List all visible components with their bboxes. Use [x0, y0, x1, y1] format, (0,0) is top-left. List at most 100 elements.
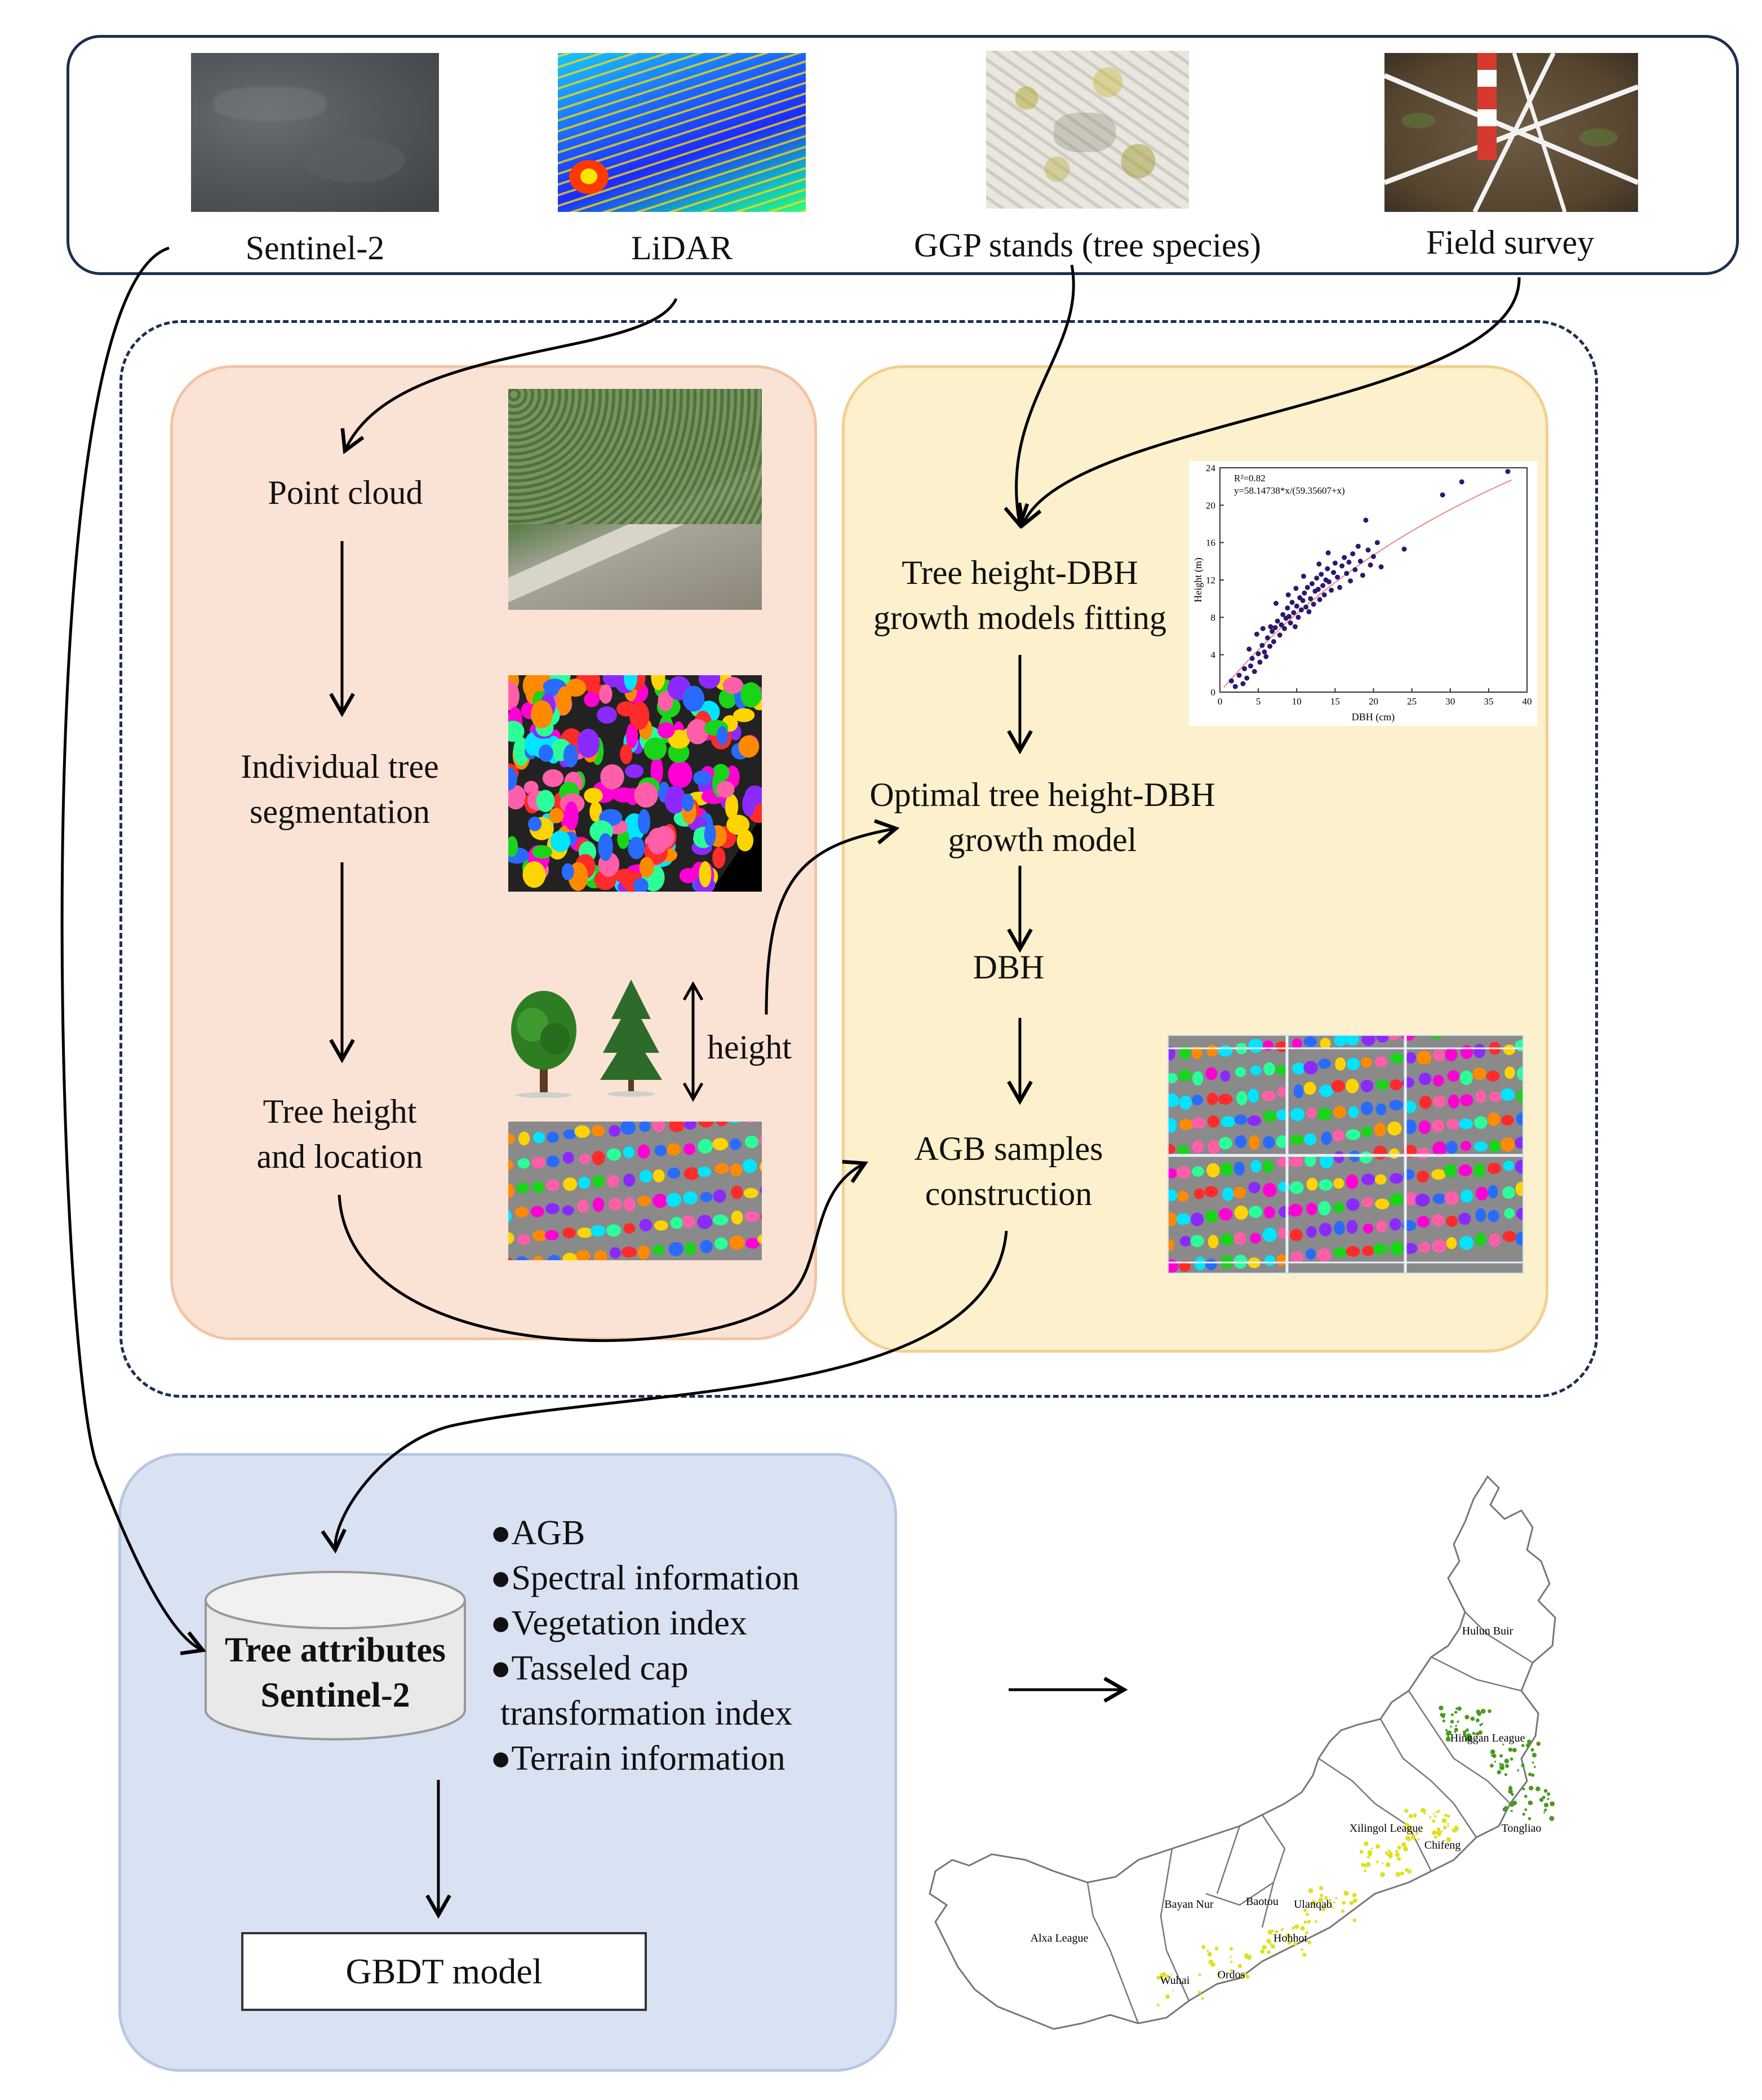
tree-location-crown: [667, 1143, 681, 1156]
arrow-treeheight-to-agb: [338, 1160, 868, 1342]
agb-sample-crown: [1205, 1259, 1217, 1270]
gbdt-model-label: GBDT model: [345, 1951, 543, 1991]
agb-sample-crown: [1290, 1251, 1304, 1264]
agb-sample-crown: [1194, 1188, 1205, 1199]
agb-sample-crown: [1177, 1145, 1189, 1157]
forest-pixel: [1170, 1974, 1173, 1976]
forest-pixel: [1550, 1801, 1555, 1806]
segmented-tree-crown: [597, 706, 617, 724]
scatter-point: [1260, 626, 1266, 631]
scatter-point: [1315, 587, 1321, 592]
tree-location-crown: [669, 1122, 685, 1132]
forest-pixel: [1161, 1978, 1165, 1982]
agb-sample-crown: [1248, 1181, 1261, 1194]
sentinel2-image: [191, 53, 439, 212]
agb-sample-crown: [1169, 1046, 1175, 1061]
forest-pixel: [1312, 1902, 1316, 1906]
forest-pixel: [1445, 1736, 1451, 1742]
scatter-point: [1262, 649, 1267, 655]
tree-location-crown: [744, 1211, 760, 1222]
tree-location-crown: [578, 1176, 591, 1189]
forest-pixel: [1328, 1899, 1332, 1902]
agb-sample-crown: [1475, 1090, 1486, 1104]
forest-pixel: [1450, 1720, 1454, 1724]
forest-pixel: [1165, 1994, 1170, 1999]
tree-location-crown: [517, 1234, 531, 1245]
forest-pixel: [1401, 1842, 1406, 1848]
arrow-agb-to-database: [321, 1230, 1008, 1554]
forest-pixel: [1526, 1743, 1530, 1748]
agb-sample-crown: [1361, 1197, 1374, 1208]
segmented-tree-crown: [612, 787, 636, 803]
agb-sample-crown: [1361, 1173, 1375, 1185]
agb-sample-crown: [1318, 1058, 1331, 1069]
scatter-point: [1355, 543, 1361, 549]
agb-sample-crown: [1461, 1189, 1473, 1203]
forest-pixel: [1417, 1838, 1420, 1841]
segmented-tree-crown: [736, 829, 754, 852]
tree-location-crown: [562, 1151, 574, 1164]
segmented-tree-crown: [531, 700, 553, 729]
agb-sample-crown: [1446, 1237, 1457, 1250]
tree-location-crown: [623, 1223, 636, 1234]
forest-pixel: [1271, 1944, 1275, 1949]
scatter-point: [1505, 469, 1511, 475]
forest-pixel: [1421, 1830, 1423, 1833]
attribute-item: ●Vegetation index: [490, 1604, 747, 1642]
agb-sample-crown: [1446, 1119, 1461, 1129]
tree-location-crown: [609, 1125, 620, 1137]
agb-sample-crown: [1390, 1173, 1403, 1184]
forest-pixel: [1395, 1850, 1399, 1853]
segmented-tree-crown: [508, 681, 520, 711]
forest-pixel: [1533, 1766, 1536, 1768]
agb-sample-crown: [1334, 1151, 1344, 1163]
arrow-ggp-to-fitting: [1004, 264, 1075, 529]
scatter-point: [1248, 663, 1253, 669]
scatter-point: [1282, 626, 1287, 631]
agb-sample-crown: [1501, 1115, 1514, 1126]
tree-location-crown: [684, 1242, 696, 1256]
forest-pixel: [1488, 1709, 1492, 1713]
agb-sample-crown: [1290, 1135, 1304, 1145]
map-label-xilingol-league: Xilingol League: [1350, 1822, 1423, 1835]
agb-sample-crown: [1375, 1036, 1390, 1043]
tree-location-crown: [729, 1138, 742, 1150]
agb-sample-crown: [1515, 1136, 1523, 1149]
y-tick-label: 16: [1206, 538, 1215, 548]
scatter-point: [1337, 584, 1343, 590]
agb-sample-crown: [1503, 1160, 1515, 1171]
forest-pixel: [1521, 1764, 1525, 1767]
forest-pixel: [1341, 1909, 1345, 1913]
agb-sample-crown: [1474, 1233, 1486, 1246]
agb-sample-crown: [1250, 1159, 1262, 1173]
height-label: height: [707, 1029, 792, 1066]
tree-location-crown: [716, 1122, 728, 1127]
forest-pixel: [1330, 1906, 1334, 1909]
forest-pixel: [1407, 1837, 1412, 1841]
tree-location-crown: [563, 1129, 576, 1140]
agb-sample-crown: [1387, 1121, 1402, 1136]
forest-pixel: [1380, 1872, 1385, 1877]
tree-location-crown: [562, 1227, 576, 1239]
agb-sample-crown: [1263, 1062, 1276, 1075]
agb-sample-crown: [1516, 1207, 1523, 1220]
forest-pixel: [1447, 1823, 1449, 1825]
forest-pixel: [1285, 1934, 1290, 1939]
agb-sample-crown: [1448, 1095, 1459, 1109]
tree-height-label-1: Tree height: [263, 1093, 417, 1130]
x-tick-label: 5: [1256, 696, 1261, 707]
forest-pixel: [1280, 1929, 1284, 1931]
agb-sample-crown: [1179, 1096, 1192, 1110]
forest-pixel: [1438, 1810, 1441, 1813]
forest-pixel: [1269, 1942, 1272, 1946]
agb-sample-crown: [1417, 1051, 1432, 1065]
forest-pixel: [1292, 1937, 1294, 1939]
agb-sample-crown: [1488, 1210, 1499, 1222]
conifer-tree-icon: [597, 980, 665, 1098]
segmented-tree-crown: [508, 836, 518, 857]
agb-sample-crown: [1361, 1126, 1373, 1137]
y-tick-label: 0: [1211, 687, 1216, 698]
tree-location-crown: [607, 1175, 619, 1188]
agb-sample-crown: [1487, 1112, 1501, 1127]
forest-pixel: [1528, 1800, 1533, 1805]
